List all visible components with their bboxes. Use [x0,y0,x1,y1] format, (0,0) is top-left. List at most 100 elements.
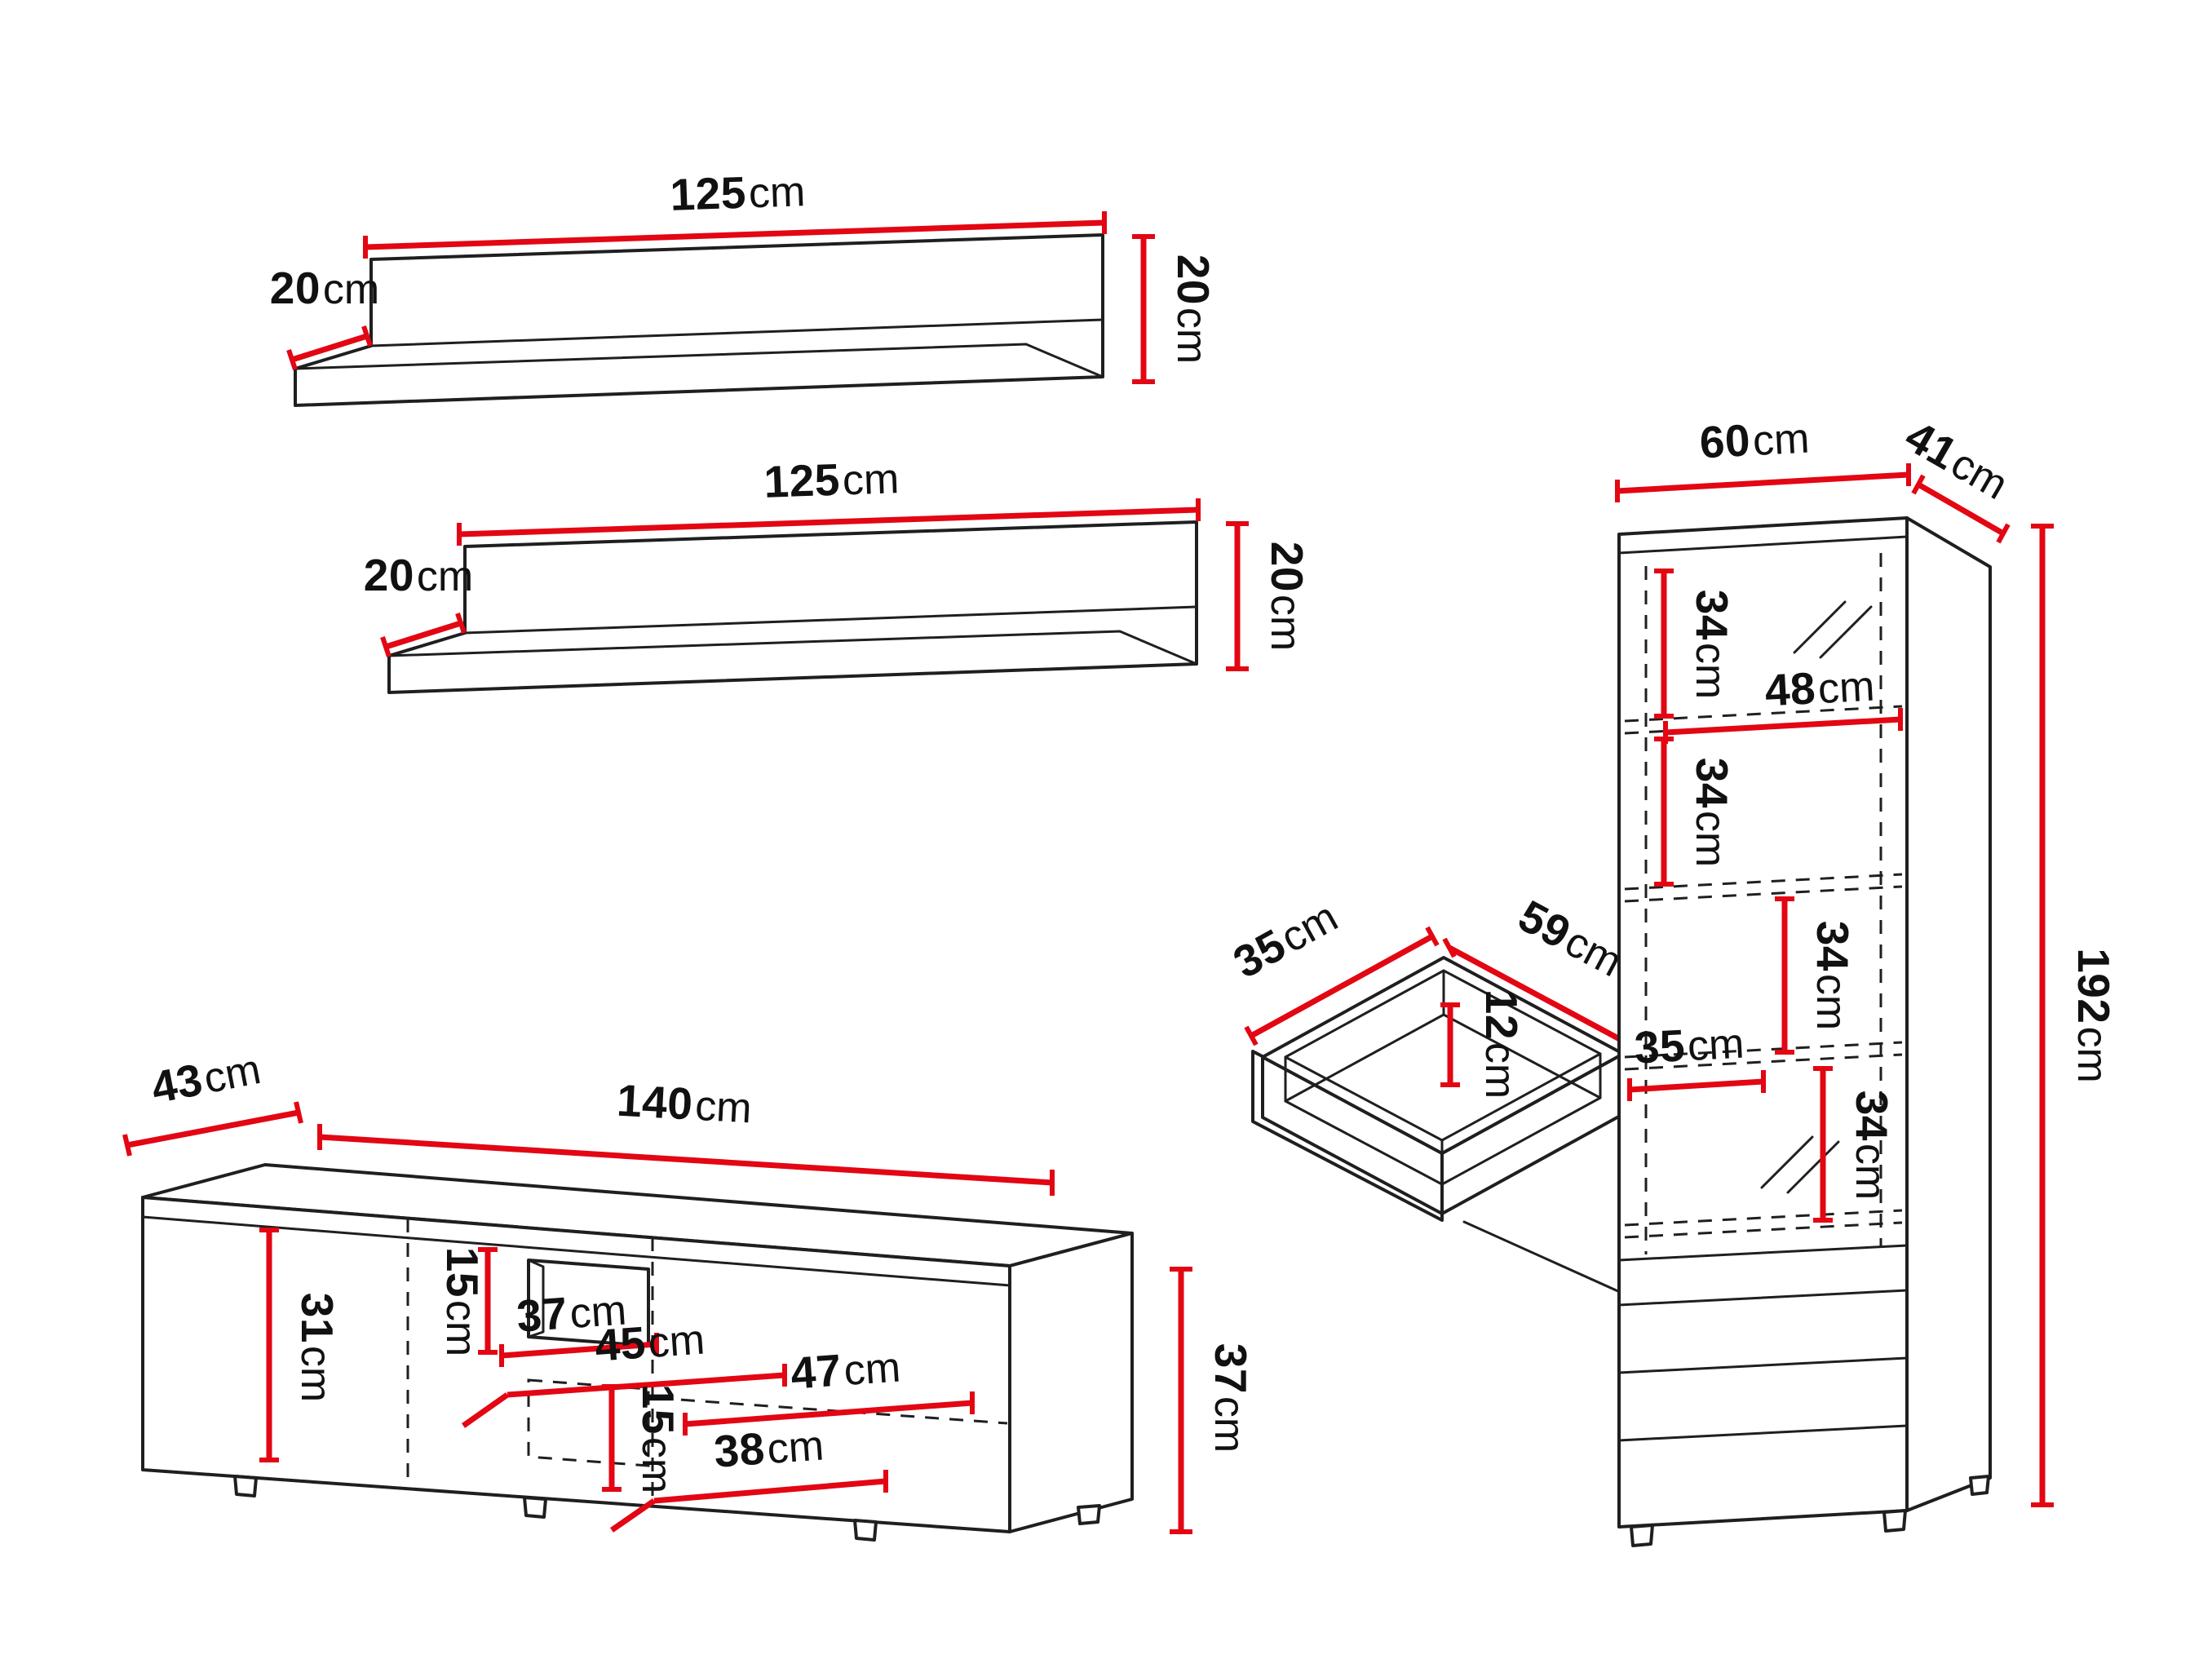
tv-stand-foot [1077,1504,1101,1525]
cabinet-section-3-height-dimension: 34cm [1775,896,1858,1055]
shelf-bottom-width-dimension: 125cm [457,452,1201,546]
dimension-unit: cm [1817,663,1876,714]
dimension-line [365,219,1105,250]
dimension-label: 48cm [1763,660,1876,716]
dimension-tick [1775,896,1794,1055]
dimension-value: 192 [2068,948,2119,1024]
dimension-unit: cm [1262,595,1309,651]
cabinet-foot [1969,1475,1990,1496]
dimension-tick [286,325,373,370]
dimension-label: 37cm [515,1283,628,1341]
dimension-label: 59cm [1511,890,1631,986]
cabinet-door-bottom-edge [1617,1244,1909,1262]
shelf-outline [294,233,1104,407]
shelf-outline [387,520,1198,694]
dimension-unit: cm [1687,1020,1745,1071]
dimension-value: 35 [1633,1020,1686,1073]
glass-hatch-mark [1760,1135,1840,1194]
dimension-tick [1654,568,1674,719]
dimension-label: 34cm [1687,758,1737,868]
tv-stand-front-face [141,1196,1011,1533]
dimension-value: 15 [437,1247,488,1298]
tv-stand-depth-dimension: 43cm [122,1042,303,1157]
dimension-value: 60 [1698,414,1751,467]
tv-stand-top-board-edge [141,1215,1011,1287]
dimension-line [1250,933,1434,1039]
dimension-tick [1440,1002,1460,1087]
cabinet-top-board-edge [1617,535,1909,555]
cabinet-width-dimension: 60cm [1615,414,1911,502]
dimension-value: 43 [147,1054,206,1113]
dimension-line [1617,471,1909,494]
drawer-height-dimension: 12cm [1440,989,1527,1099]
dimension-unit: cm [1206,1396,1253,1453]
dimension-value: 37 [515,1287,568,1341]
dimension-tick [499,1333,659,1367]
dimension-tick [380,613,467,657]
dimension-label: 37cm [1206,1343,1256,1453]
cabinet-section-1-height-dimension: 34cm [1654,568,1737,719]
tv-stand-lower-niche-height-dimension: 15cm [602,1384,684,1493]
dimension-tick [1911,474,2011,544]
dimension-line [684,1400,973,1427]
glass-hatch-mark [1793,600,1873,659]
dimension-line [290,333,369,363]
dimension-value: 45 [593,1316,647,1370]
dimension-line [610,1478,887,1533]
dimension-unit: cm [1168,307,1215,364]
dimension-unit: cm [200,1046,264,1103]
dimension-tick [1627,1070,1766,1101]
display-cabinet: 60cm 41cm 192cm 34cm 48cm 34cm [1615,410,2119,1547]
dimension-value: 125 [763,454,841,507]
dimension-tick [1226,521,1249,671]
tv-stand-upper-niche-height-dimension: 15cm [437,1247,498,1356]
dimension-label: 47cm [789,1340,902,1398]
dimension-value: 20 [1262,542,1312,592]
dimension-unit: cm [323,266,379,313]
dimension-tick [317,1124,1055,1196]
dimension-value: 15 [633,1384,684,1435]
dimension-value: 34 [1687,758,1737,808]
dimension-line [384,620,462,650]
dimension-unit: cm [1847,1144,1894,1200]
dimension-tick [602,1384,622,1492]
cabinet-lower-inner-width-dimension: 35cm [1627,1020,1766,1101]
dimension-unit: cm [1687,643,1734,699]
shelf-top-depth-dimension: 20cm [270,263,379,370]
dimension-value: 48 [1763,662,1816,715]
cabinet-side-face [1905,516,1992,1512]
dimension-value: 125 [670,167,747,220]
dimension-label: 125cm [763,452,900,507]
dimension-value: 20 [1168,254,1219,305]
dimension-label: 20cm [1168,254,1219,365]
dimension-line [458,507,1199,538]
cabinet-drawer-front-seam [1617,1424,1909,1442]
dimension-unit: cm [843,1343,902,1395]
dimension-unit: cm [568,1286,628,1338]
dimension-value: 31 [292,1293,343,1343]
wall-shelf-top: 125cm 20cm 20cm [270,167,1219,407]
dimension-label: 34cm [1847,1091,1897,1201]
dimension-tick [1654,737,1674,887]
dimension-value: 20 [364,550,414,600]
cabinet-foot [1882,1509,1907,1533]
dimension-unit: cm [633,1437,680,1493]
dimension-tick [259,1228,279,1462]
dimension-unit: cm [1752,415,1811,466]
dimension-label: 38cm [712,1418,825,1476]
dimension-value: 20 [270,263,321,313]
tv-stand: 43cm 140cm 37cm 31cm 15cm 37cm [122,1042,1256,1542]
dimension-unit: cm [1476,1042,1524,1099]
cabinet-section-4-height-dimension: 34cm [1813,1066,1897,1223]
dimension-tick [478,1247,498,1355]
dimension-value: 34 [1847,1091,1897,1141]
dimension-line [1448,945,1630,1047]
tv-stand-upper-niche-depth [527,1259,545,1338]
dimension-label: 34cm [1687,590,1737,700]
dimension-label: 43cm [147,1042,264,1113]
dimension-label: 34cm [1807,921,1858,1031]
wall-shelf-bottom: 125cm 20cm 20cm [364,452,1312,694]
tv-stand-height-dimension: 37cm [1170,1267,1256,1534]
dimension-line [126,1109,299,1148]
